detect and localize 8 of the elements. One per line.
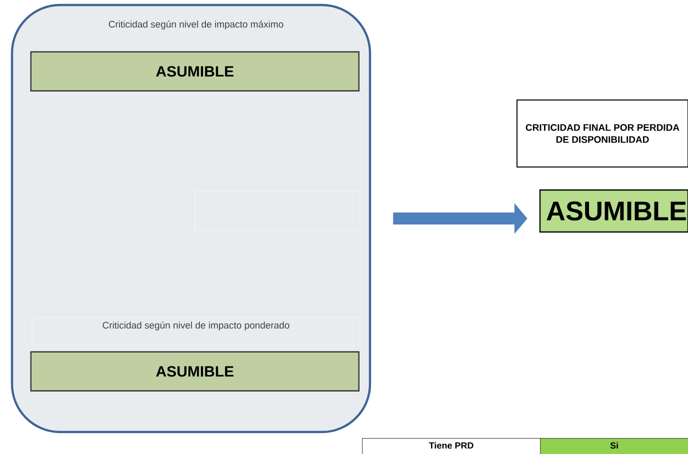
table-cell: Si	[540, 438, 688, 454]
table-cell: Tiene PRD	[362, 438, 541, 454]
result-box: ASUMIBLE	[30, 351, 360, 392]
title-box: CRITICIDAD FINAL POR PERDIDA DE DISPONIBILIDAD	[516, 100, 688, 168]
panel-heading: Criticidad según nivel de impacto máximo	[108, 20, 284, 30]
final-result-box: ASUMIBLE	[539, 189, 688, 233]
result-box: ASUMIBLE	[30, 51, 360, 92]
panel-heading: Criticidad según nivel de impacto ponderado	[102, 322, 290, 330]
